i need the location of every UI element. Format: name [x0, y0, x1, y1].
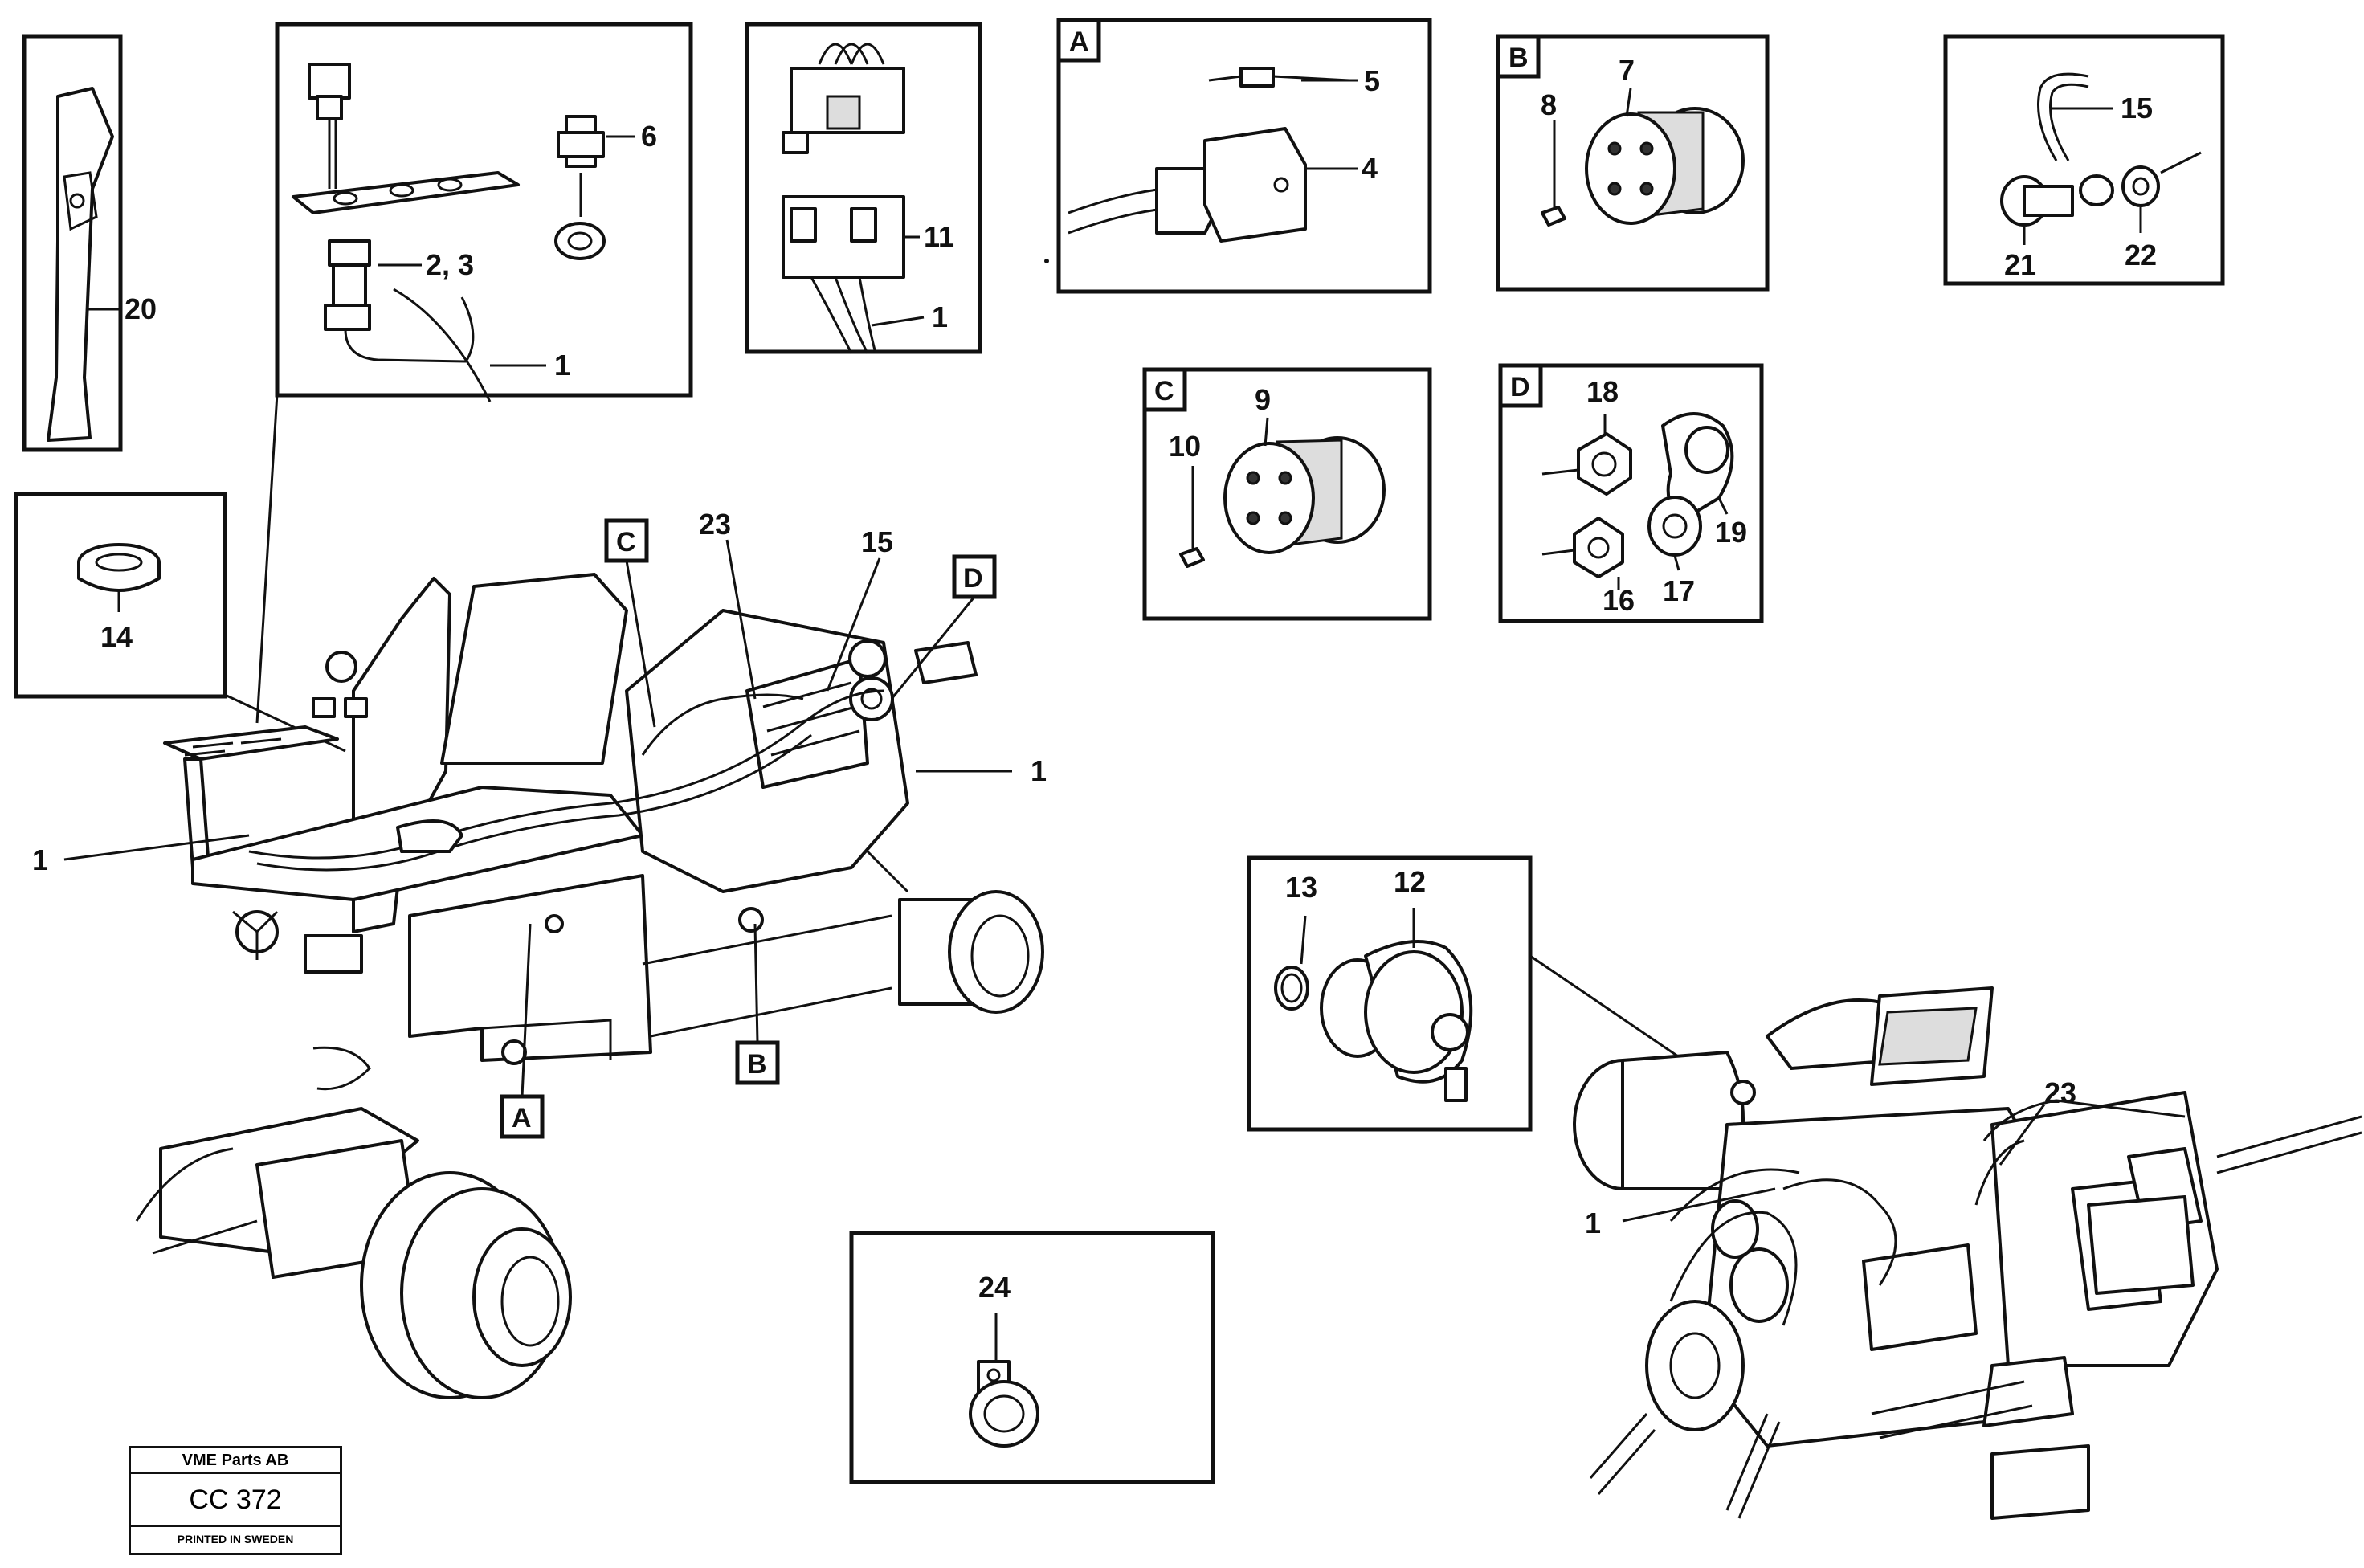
callout-box-b: B	[747, 1049, 767, 1080]
stamp-printed: PRINTED IN SWEDEN	[177, 1533, 294, 1546]
callout-box-a: A	[512, 1103, 532, 1133]
label-19: 19	[1715, 516, 1747, 549]
label-23-main: 23	[699, 508, 731, 541]
label-10: 10	[1169, 430, 1201, 463]
panel-grommet-14: 14	[14, 492, 227, 699]
label-1-engine: 1	[1585, 1207, 1601, 1239]
publisher-stamp: VME Parts AB CC 372 PRINTED IN SWEDEN	[129, 1446, 342, 1555]
label-24: 24	[978, 1271, 1011, 1304]
label-12: 12	[1394, 865, 1426, 898]
machine-assembly	[135, 573, 1044, 1399]
panel-sender-12-13: 13 12	[1247, 855, 1533, 1132]
panel-detail-c: C 9 10	[1142, 367, 1432, 621]
label-8: 8	[1541, 88, 1557, 121]
panel-detail-a: A 5 4	[1056, 18, 1432, 294]
panel-ground-stud: 15 21 22	[1943, 34, 2225, 286]
main-callouts: 1 1 C 23 15 D B A	[32, 508, 1047, 1139]
panel-detail-d: D 18 16 17 19	[1498, 363, 1764, 623]
stray-dot	[1044, 259, 1049, 263]
label-1-panel-b: 1	[932, 300, 948, 333]
label-6: 6	[641, 120, 657, 153]
label-15-main: 15	[861, 525, 893, 558]
label-1-main-left: 1	[32, 843, 48, 876]
label-9: 9	[1255, 383, 1271, 416]
label-16: 16	[1603, 584, 1635, 617]
panel-detail-b: B 7 8	[1496, 34, 1770, 292]
label-23-engine: 23	[2044, 1076, 2076, 1109]
label-4: 4	[1362, 152, 1378, 185]
panel-clamp-24: 24	[849, 1231, 1215, 1484]
engine-assembly: 1 23	[1573, 986, 2362, 1520]
label-1-main-right: 1	[1031, 754, 1047, 787]
stamp-company: VME Parts AB	[131, 1448, 340, 1474]
callout-box-d: D	[963, 563, 983, 594]
label-22: 22	[2125, 239, 2157, 272]
label-15-panel: 15	[2121, 92, 2153, 125]
label-14: 14	[100, 620, 133, 653]
panel-sensor-2-3-6: 2, 3 1 6	[275, 22, 693, 402]
label-7: 7	[1619, 54, 1635, 87]
label-1-panel-a: 1	[554, 349, 570, 382]
stamp-code: CC 372	[131, 1474, 340, 1527]
detail-box-label-d: D	[1510, 372, 1530, 402]
label-18: 18	[1586, 375, 1619, 408]
label-17: 17	[1663, 574, 1695, 607]
detail-box-label-c: C	[1154, 376, 1174, 406]
label-11: 11	[924, 220, 954, 253]
callout-box-c: C	[616, 527, 636, 557]
panel-connector-11: 11 1	[745, 22, 982, 354]
panel-part-20: 20	[22, 34, 157, 452]
label-2-3: 2, 3	[426, 248, 474, 281]
leader-panel-to-machine	[255, 393, 279, 724]
detail-box-label-b: B	[1509, 43, 1529, 73]
label-21: 21	[2004, 248, 2036, 281]
label-13: 13	[1285, 871, 1317, 904]
label-20: 20	[125, 292, 157, 325]
detail-box-label-a: A	[1069, 27, 1089, 57]
label-5: 5	[1364, 64, 1380, 97]
